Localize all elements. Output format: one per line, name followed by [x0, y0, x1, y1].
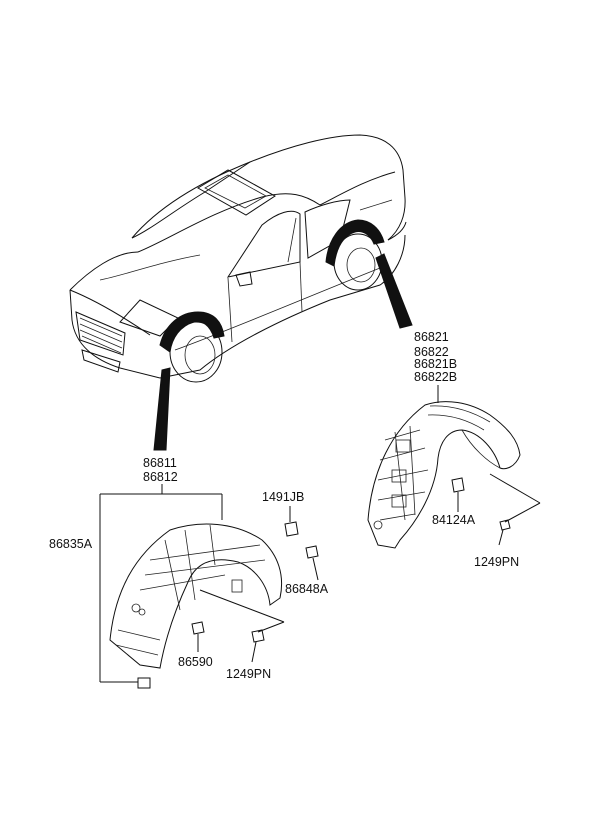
callout-86835A: 86835A [49, 537, 93, 551]
front-wheel-guard-assembly [99, 484, 319, 689]
callout-label: 86821B [414, 357, 457, 371]
callout-1249PN-rear: 1249PN [474, 555, 519, 569]
callout-1249PN-front: 1249PN [226, 667, 271, 681]
sedan-car-icon [69, 134, 407, 383]
callout-84124A: 84124A [432, 513, 476, 527]
callout-label: 86822 [414, 345, 449, 359]
callout-label: 86821 [414, 330, 449, 344]
callout-label: 86822B [414, 370, 457, 384]
callout-front-group: 86811 86812 [143, 456, 178, 484]
rear-liner-pointer [375, 253, 413, 329]
callout-rear-group: 86821 86822 86821B 86822B [414, 330, 457, 384]
callout-1491JB: 1491JB [262, 490, 304, 504]
rear-wheel-guard-assembly [367, 385, 541, 549]
callout-86848A: 86848A [285, 582, 329, 596]
callout-86590: 86590 [178, 655, 213, 669]
callout-label: 86811 [143, 456, 177, 470]
front-liner-pointer [153, 367, 171, 451]
callout-label: 86812 [143, 470, 178, 484]
